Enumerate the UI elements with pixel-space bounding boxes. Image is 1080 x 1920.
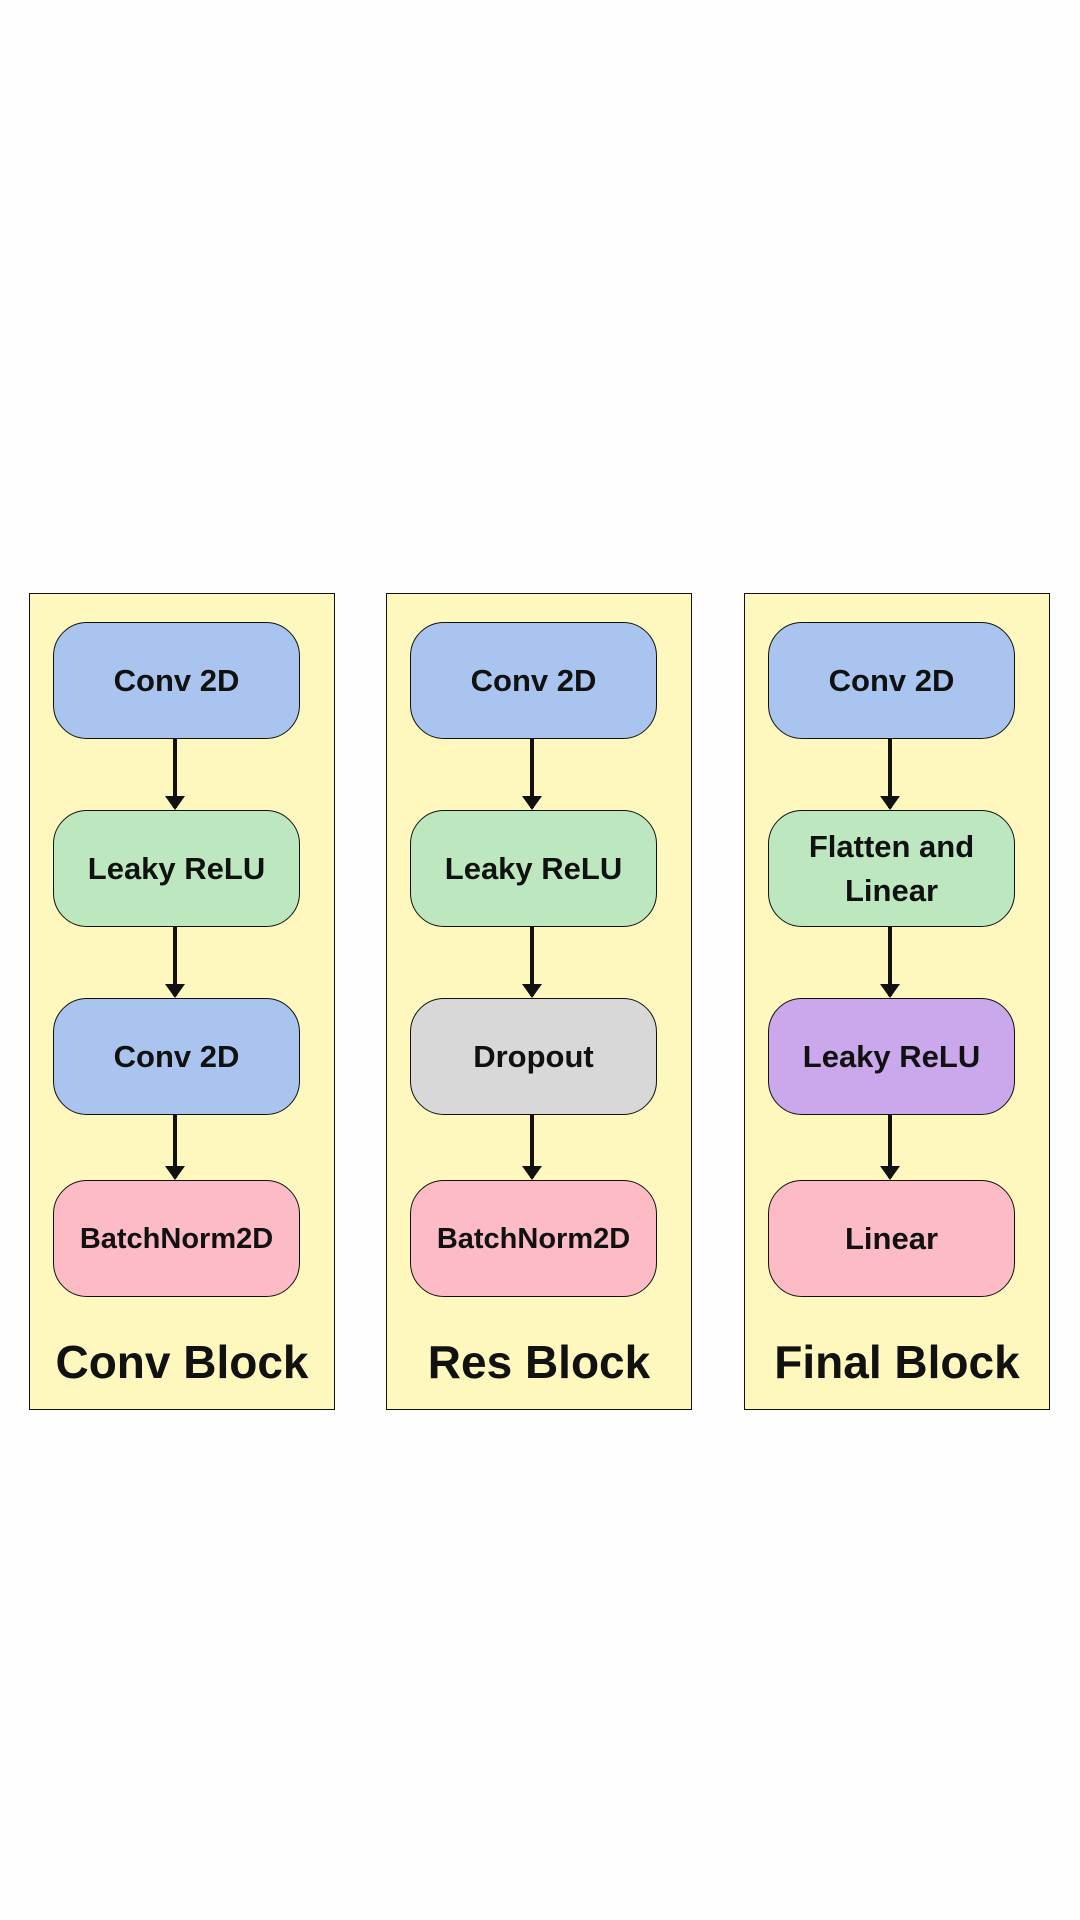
node-label: Flatten and Linear [808, 828, 975, 908]
res-block-conv2d-node: Conv 2D [410, 622, 657, 739]
flow-arrow [165, 739, 185, 810]
final-block-flatten-linear-node: Flatten and Linear [768, 810, 1015, 927]
flow-arrow [522, 1115, 542, 1180]
node-label: BatchNorm2D [79, 1222, 274, 1255]
node-label: Conv 2D [828, 662, 955, 698]
node-label: Conv 2D [113, 1038, 240, 1074]
flow-arrow [880, 739, 900, 810]
node-label: BatchNorm2D [436, 1222, 631, 1255]
res-block: Conv 2D Leaky ReLU Dropout BatchNorm2D R… [386, 593, 692, 1410]
final-block-leaky-relu-node: Leaky ReLU [768, 998, 1015, 1115]
conv-block-conv2d-node-2: Conv 2D [53, 998, 300, 1115]
node-label: Dropout [473, 1038, 594, 1074]
node-label: Leaky ReLU [802, 1038, 981, 1074]
block-title: Conv Block [55, 1336, 309, 1388]
node-label: Conv 2D [113, 662, 240, 698]
final-block-conv2d-node: Conv 2D [768, 622, 1015, 739]
node-label: Conv 2D [470, 662, 597, 698]
block-title: Final Block [774, 1336, 1020, 1388]
flow-arrow [165, 1115, 185, 1180]
final-block-linear-node: Linear [768, 1180, 1015, 1297]
conv-block-batchnorm-node: BatchNorm2D [53, 1180, 300, 1297]
block-title: Res Block [427, 1336, 651, 1388]
res-block-batchnorm-node: BatchNorm2D [410, 1180, 657, 1297]
flow-arrow [522, 927, 542, 998]
flow-arrow [165, 927, 185, 998]
flow-arrow [880, 927, 900, 998]
flow-arrow [522, 739, 542, 810]
flow-arrow [880, 1115, 900, 1180]
node-label: Linear [844, 1220, 939, 1256]
conv-block-conv2d-node-1: Conv 2D [53, 622, 300, 739]
res-block-dropout-node: Dropout [410, 998, 657, 1115]
node-label: Leaky ReLU [444, 850, 623, 886]
res-block-leaky-relu-node: Leaky ReLU [410, 810, 657, 927]
final-block: Conv 2D Flatten and Linear Leaky ReLU Li… [744, 593, 1050, 1410]
conv-block-leaky-relu-node: Leaky ReLU [53, 810, 300, 927]
conv-block: Conv 2D Leaky ReLU Conv 2D BatchNorm2D C… [29, 593, 335, 1410]
node-label: Leaky ReLU [87, 850, 266, 886]
